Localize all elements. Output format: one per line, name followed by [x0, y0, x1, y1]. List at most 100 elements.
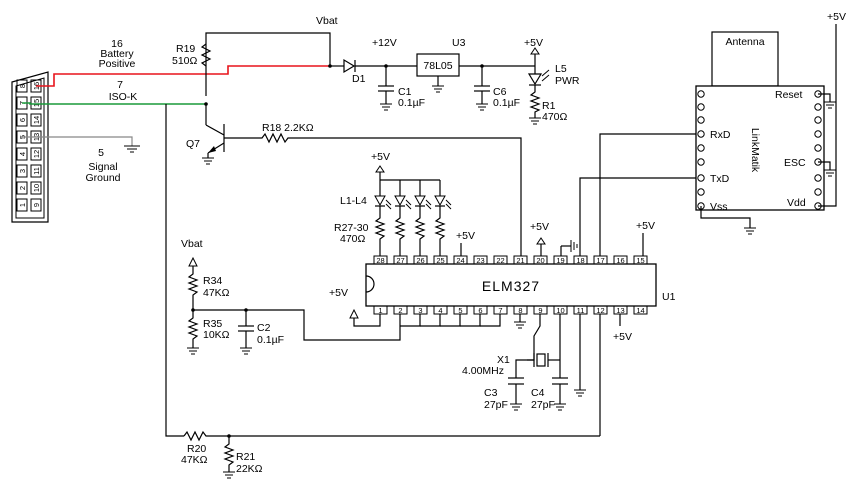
c1-label: C1: [398, 86, 412, 98]
crystal-x1: [527, 353, 560, 367]
capacitor-c4: [552, 377, 568, 411]
ic-pin-label: 23: [476, 256, 484, 265]
c3-label: C3: [484, 387, 498, 399]
reg-out-plus5v: +5V: [524, 37, 543, 49]
pin20-supply: +5V: [530, 221, 549, 233]
pin5-name: Ground: [85, 172, 120, 184]
obd-pins-top: 8 7 6 5 4 3 2 1: [16, 79, 28, 212]
obd-pin-label: 9: [32, 203, 41, 207]
ic-bottom-pins: 1 2 3 4 5 6 7 8 9 10 11 12 13 14: [373, 305, 648, 315]
ic-pin-label: 9: [538, 306, 542, 315]
r18-label: R18 2.2KΩ: [262, 122, 314, 134]
pin24-supply: +5V: [456, 230, 475, 242]
pin5-name: Signal: [88, 161, 117, 173]
led-l1: [374, 180, 392, 256]
capacitor-c2: [238, 310, 254, 355]
ic-pin-label: 7: [498, 306, 502, 315]
obd-pin-label: 4: [18, 152, 27, 156]
pin15-supply: +5V: [636, 220, 655, 232]
ic-pin-label: 20: [536, 256, 544, 265]
resistor-r20: [183, 430, 600, 442]
ic-pin-label: 21: [516, 256, 524, 265]
vbat-top-label: Vbat: [316, 15, 338, 27]
ic-pin-label: 5: [458, 306, 462, 315]
signal-ground-wire: [22, 136, 133, 146]
ic-pin-label: 16: [616, 256, 624, 265]
c2-label: C2: [257, 322, 271, 334]
pin7-name: ISO-K: [109, 91, 138, 103]
module-pads-left: [697, 90, 705, 210]
pin5-label: 5: [98, 147, 104, 159]
r35-value: 10KΩ: [203, 329, 230, 341]
pin16-name: Battery: [100, 48, 134, 60]
obd-pin-label: 6: [18, 118, 27, 122]
esc-label: ESC: [784, 157, 806, 169]
ic-pin-label: 2: [398, 306, 402, 315]
ic-pin-label: 25: [436, 256, 444, 265]
r35-label: R35: [203, 318, 222, 330]
c6-label: C6: [493, 86, 507, 98]
capacitor-c6: [474, 66, 490, 111]
ic-pin-label: 22: [496, 256, 504, 265]
ic-pin-label: 10: [556, 306, 564, 315]
vss-label: Vss: [710, 201, 728, 213]
led-l5: [527, 66, 550, 86]
ic-pin-label: 19: [556, 256, 564, 265]
r34-label: R34: [203, 275, 222, 287]
obd-pin-label: 8: [18, 84, 27, 88]
obd-pin-label: 2: [18, 186, 27, 190]
u1-part: ELM327: [482, 278, 540, 294]
resistor-r35: [187, 310, 199, 348]
ic-pin-label: 24: [456, 256, 464, 265]
ic-pin-label: 28: [376, 256, 384, 265]
capacitor-c3: [508, 377, 524, 411]
led-array: [374, 180, 452, 256]
resistor-r18: [246, 132, 522, 256]
q7-label: Q7: [186, 138, 200, 150]
resistor-r21: [223, 436, 235, 472]
capacitor-c1: [378, 66, 394, 111]
obd-pin-label: 14: [32, 116, 41, 124]
ic-top-pins: 28 27 26 25 24 23 22 21 20 19 18 17 16 1…: [373, 255, 648, 265]
pin16-name: Positive: [99, 58, 136, 70]
transistor-q7: [202, 104, 246, 165]
pwr-label: PWR: [555, 75, 580, 87]
r21-label: R21: [236, 451, 255, 463]
r20-value: 47KΩ: [181, 454, 208, 466]
diode-d1: [343, 58, 356, 74]
resistor-r34: [187, 266, 199, 310]
d1-label: D1: [352, 73, 366, 85]
led-l4: [434, 180, 452, 256]
obd-pin-label: 3: [18, 169, 27, 173]
obd-connector: 8 7 6 5 4 3 2 1 16 15 14 13 12 11 10 9: [11, 71, 49, 223]
c4-label: C4: [531, 387, 545, 399]
pin12-supply: +5V: [613, 331, 632, 343]
ic-pin-label: 3: [418, 306, 422, 315]
pin7-label: 7: [117, 79, 123, 91]
u1-label: U1: [662, 291, 676, 303]
antenna-label: Antenna: [725, 36, 764, 48]
r20-label: R20: [187, 443, 206, 455]
ic-pin-label: 15: [636, 256, 644, 265]
module-supply: +5V: [827, 11, 846, 23]
r1-value: 470Ω: [542, 111, 568, 123]
reset-label: Reset: [775, 89, 803, 101]
obd-pins-bottom: 16 15 14 13 12 11 10 9: [30, 79, 42, 212]
x1-value: 4.00MHz: [462, 365, 504, 377]
module-pads-right: [814, 90, 822, 210]
obd-pin-label: 12: [32, 150, 41, 158]
linkmatik-module: Antenna RxD TxD Vss Reset ESC Vdd LinkMa…: [695, 31, 825, 213]
c3-value: 27pF: [484, 399, 508, 411]
ic-pin-label: 13: [616, 306, 624, 315]
ic-pin-label: 4: [438, 306, 442, 315]
leds-label: L1-L4: [340, 195, 367, 207]
c1-value: 0.1µF: [398, 97, 425, 109]
r27-label: R27-30: [334, 222, 369, 234]
ic-pin-label: 6: [478, 306, 482, 315]
ic-u1: ELM327: [365, 263, 657, 307]
led-l2: [394, 180, 412, 256]
vbat-rail: [205, 32, 331, 96]
r34-value: 47KΩ: [203, 287, 230, 299]
iso-k-wire: [22, 102, 206, 105]
ic-pin-label: 14: [636, 306, 644, 315]
